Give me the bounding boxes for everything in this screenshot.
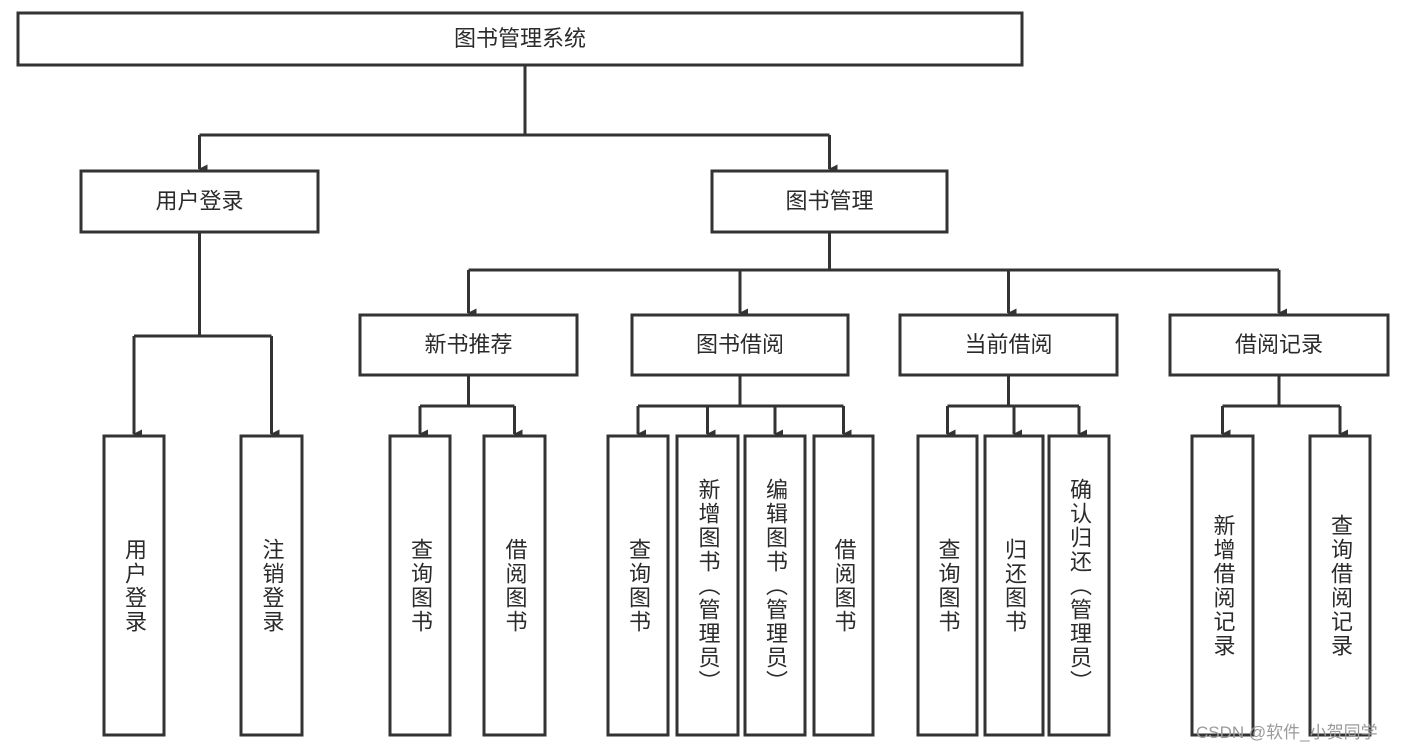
leaf-box-11[interactable] xyxy=(1190,434,1255,737)
level3-box-1[interactable] xyxy=(630,313,850,377)
root-box-node-e59bbee4b9a6e7aea1e79086e7b3bbe7bb9f[interactable] xyxy=(16,11,1024,67)
level2-box-0[interactable] xyxy=(79,169,320,234)
leaf-box-1[interactable] xyxy=(239,434,304,737)
leaf-box-0[interactable] xyxy=(102,434,166,737)
level2-label-0: 用户登录 xyxy=(155,188,243,213)
level3-label-1: 图书借阅 xyxy=(696,332,784,357)
level2-label-1: 图书管理 xyxy=(785,188,873,213)
leaf-box-12[interactable] xyxy=(1308,434,1372,737)
box-layer xyxy=(16,11,1390,737)
leaf-box-7[interactable] xyxy=(812,434,875,737)
root-label: 图书管理系统 xyxy=(454,26,586,51)
level3-label-2: 当前借阅 xyxy=(964,332,1052,357)
level3-box-2[interactable] xyxy=(898,313,1119,377)
leaf-box-8[interactable] xyxy=(916,434,979,737)
connector-layer xyxy=(132,65,1348,439)
leaf-box-4[interactable] xyxy=(606,434,670,737)
level3-label-0: 新书推荐 xyxy=(424,332,512,357)
level3-label-3: 借阅记录 xyxy=(1235,332,1323,357)
leaf-box-5[interactable] xyxy=(675,434,740,737)
watermark: CSDN @软件_小贺同学 xyxy=(1196,723,1378,742)
leaf-box-10[interactable] xyxy=(1047,434,1111,737)
level2-box-1[interactable] xyxy=(710,169,949,234)
leaf-box-3[interactable] xyxy=(482,434,547,737)
leaf-box-6[interactable] xyxy=(743,434,807,737)
leaf-box-2[interactable] xyxy=(388,434,452,737)
leaf-box-9[interactable] xyxy=(983,434,1045,737)
level3-box-3[interactable] xyxy=(1168,313,1390,377)
level3-box-0[interactable] xyxy=(358,313,579,377)
